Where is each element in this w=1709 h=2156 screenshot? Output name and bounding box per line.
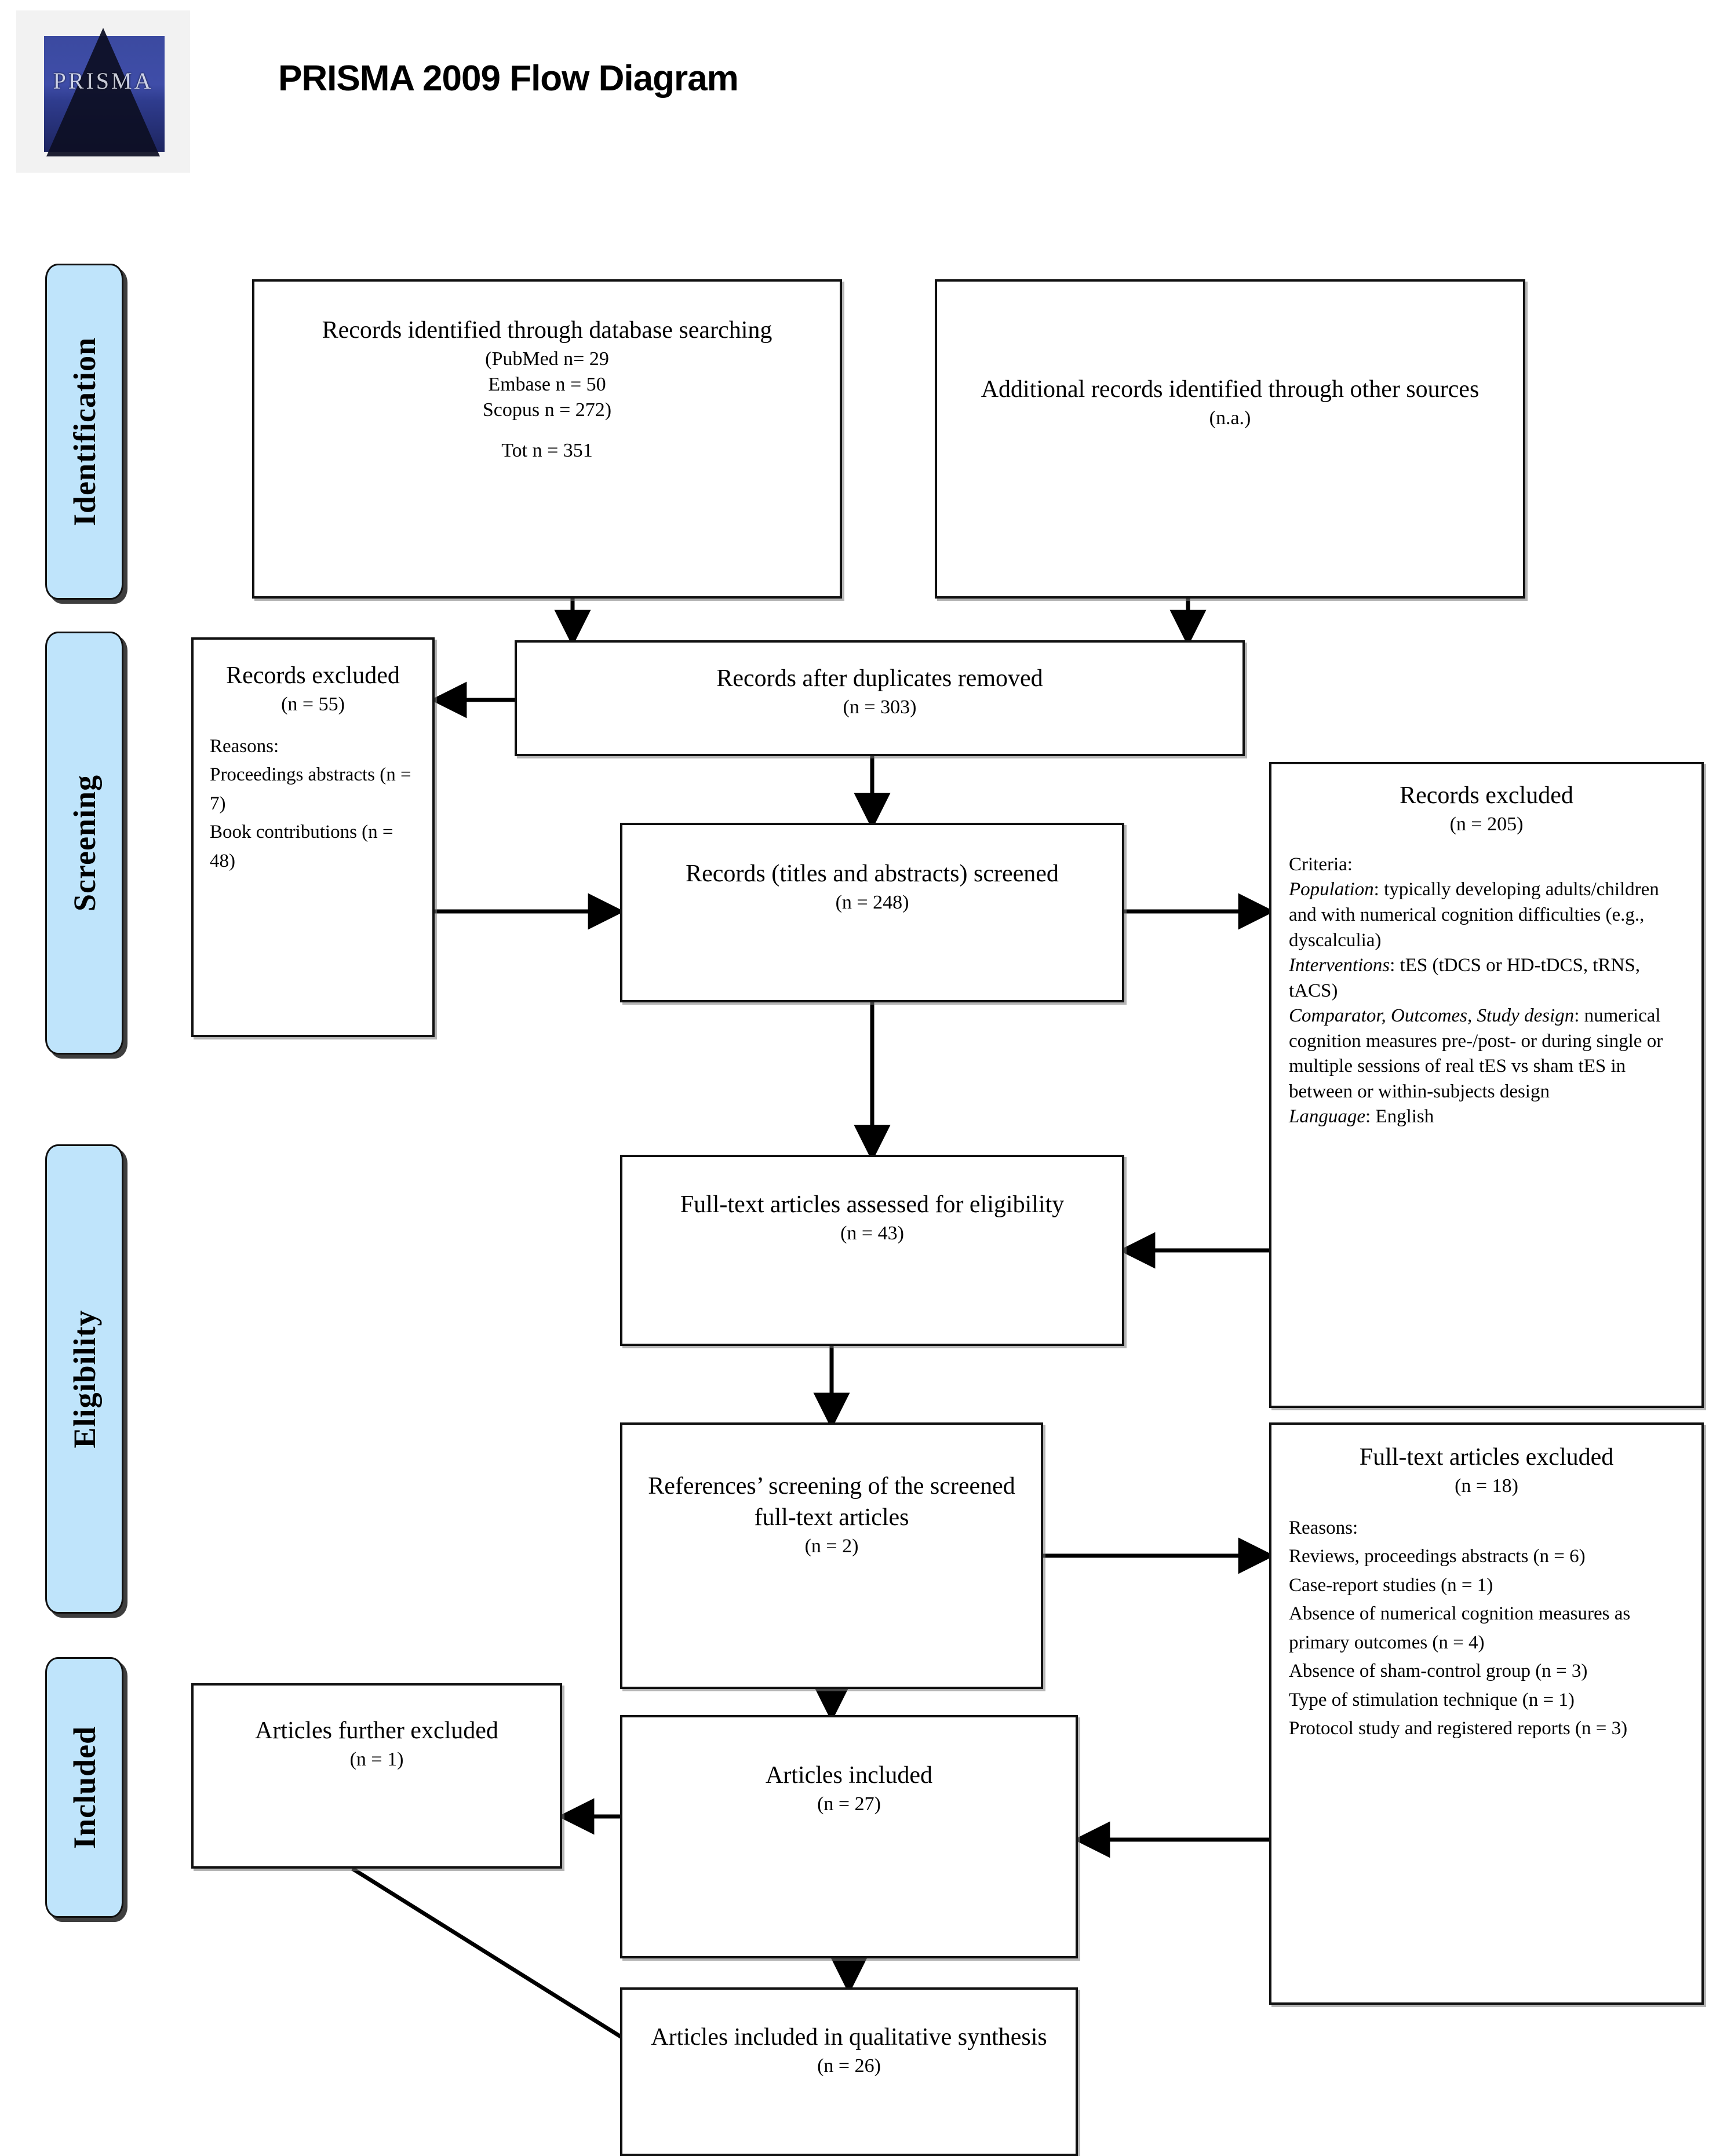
box-references-screening: References’ screening of the screened fu… xyxy=(620,1422,1043,1689)
phase-label-eligibility: Eligibility xyxy=(67,1309,102,1449)
excl205-language-val: : English xyxy=(1365,1106,1434,1128)
excl205-design-key: Comparator, Outcomes, Study design xyxy=(1289,1005,1575,1027)
rec-excl-count: (n = 55) xyxy=(281,693,345,715)
excl205-interventions: Interventions: tES (tDCS or HD-tDCS, tRN… xyxy=(1289,953,1684,1004)
refs-title: References’ screening of the screened fu… xyxy=(648,1473,1015,1531)
excl205-spacer xyxy=(1289,837,1684,852)
ftexcl-title: Full-text articles excluded xyxy=(1359,1444,1614,1471)
ftexcl-reason-6: Protocol study and registered reports (n… xyxy=(1289,1718,1628,1739)
ftexcl-spacer xyxy=(1289,1499,1684,1514)
phase-label-screening: Screening xyxy=(67,775,102,911)
excl205-design-val: : numerical cognition measures pre-/post… xyxy=(1289,1005,1663,1102)
db-scopus: Scopus n = 272) xyxy=(482,399,612,421)
db-spacer xyxy=(278,423,817,438)
ftexcl-reason-1: Reviews, proceedings abstracts (n = 6) xyxy=(1289,1546,1586,1567)
excl205-population: Population: typically developing adults/… xyxy=(1289,877,1684,953)
screened-count: (n = 248) xyxy=(835,891,909,913)
rec-excl-spacer xyxy=(210,717,416,732)
box-fulltext-excluded: Full-text articles excluded (n = 18) Rea… xyxy=(1269,1422,1704,2005)
logo-wordmark: PRISMA xyxy=(53,68,154,94)
phase-tab-eligibility: Eligibility xyxy=(45,1144,123,1614)
db-title: Records identified through database sear… xyxy=(322,317,772,344)
included-title: Articles included xyxy=(765,1762,933,1789)
box-fulltext-assessed: Full-text articles assessed for eligibil… xyxy=(620,1155,1124,1346)
artexcl-count: (n = 1) xyxy=(349,1748,404,1770)
fulltext-count: (n = 43) xyxy=(840,1222,904,1244)
ftexcl-reason-2: Case-report studies (n = 1) xyxy=(1289,1574,1493,1596)
excl205-interventions-val: : tES (tDCS or HD-tDCS, tRNS, tACS) xyxy=(1289,955,1640,1001)
excl205-interventions-key: Interventions xyxy=(1289,955,1390,976)
rec-excl-reasons-label: Reasons: xyxy=(210,735,279,757)
ftexcl-count: (n = 18) xyxy=(1455,1475,1518,1497)
included-count: (n = 27) xyxy=(817,1793,881,1815)
qual-count: (n = 26) xyxy=(817,2055,881,2077)
box-articles-included: Articles included (n = 27) xyxy=(620,1715,1078,1958)
refs-count: (n = 2) xyxy=(804,1535,859,1557)
box-records-identified-database: Records identified through database sear… xyxy=(252,279,842,599)
db-total: Tot n = 351 xyxy=(501,440,593,462)
dups-count: (n = 303) xyxy=(843,696,917,718)
box-records-excluded-left: Records excluded (n = 55) Reasons: Proce… xyxy=(191,637,435,1037)
box-records-screened: Records (titles and abstracts) screened … xyxy=(620,823,1124,1002)
box-qualitative-synthesis: Articles included in qualitative synthes… xyxy=(620,1987,1078,2156)
phase-tab-identification: Identification xyxy=(45,264,123,600)
phase-tab-screening: Screening xyxy=(45,632,123,1055)
db-pubmed: (PubMed n= 29 xyxy=(485,348,609,370)
page-title: PRISMA 2009 Flow Diagram xyxy=(278,59,739,99)
excl205-criteria-label: Criteria: xyxy=(1289,853,1353,875)
logo-prism-triangle xyxy=(46,28,160,156)
ftexcl-reason-4: Absence of sham-control group (n = 3) xyxy=(1289,1661,1588,1682)
db-embase: Embase n = 50 xyxy=(488,373,606,395)
screened-title: Records (titles and abstracts) screened xyxy=(686,860,1059,887)
ftexcl-reason-5: Type of stimulation technique (n = 1) xyxy=(1289,1689,1575,1710)
other-title: Additional records identified through ot… xyxy=(981,376,1480,403)
fulltext-title: Full-text articles assessed for eligibil… xyxy=(680,1191,1065,1218)
excl205-title: Records excluded xyxy=(1400,782,1573,809)
artexcl-title: Articles further excluded xyxy=(255,1717,498,1744)
phase-tab-included: Included xyxy=(45,1657,123,1918)
phase-label-identification: Identification xyxy=(67,337,102,527)
rec-excl-title: Records excluded xyxy=(226,662,400,689)
box-records-after-duplicates-removed: Records after duplicates removed (n = 30… xyxy=(515,640,1245,756)
excl205-design: Comparator, Outcomes, Study design: nume… xyxy=(1289,1004,1684,1104)
excl205-count: (n = 205) xyxy=(1449,813,1524,835)
excl205-language-key: Language xyxy=(1289,1106,1365,1128)
ftexcl-reason-3: Absence of numerical cognition measures … xyxy=(1289,1603,1631,1653)
other-count: (n.a.) xyxy=(1209,407,1251,429)
excl205-language: Language: English xyxy=(1289,1104,1684,1130)
prisma-logo: PRISMA xyxy=(16,10,190,173)
rec-excl-reason-2: Book contributions (n = 48) xyxy=(210,822,393,871)
ftexcl-reasons-label: Reasons: xyxy=(1289,1517,1358,1538)
dups-title: Records after duplicates removed xyxy=(716,665,1043,692)
box-articles-further-excluded: Articles further excluded (n = 1) xyxy=(191,1683,562,1869)
phase-label-included: Included xyxy=(67,1725,102,1849)
box-additional-records-other-sources: Additional records identified through ot… xyxy=(935,279,1525,599)
rec-excl-reason-1: Proceedings abstracts (n = 7) xyxy=(210,764,411,814)
excl205-population-key: Population xyxy=(1289,879,1374,900)
excl205-population-val: : typically developing adults/children a… xyxy=(1289,879,1659,951)
box-records-excluded-right: Records excluded (n = 205) Criteria: Pop… xyxy=(1269,762,1704,1408)
qual-title: Articles included in qualitative synthes… xyxy=(651,2024,1047,2051)
